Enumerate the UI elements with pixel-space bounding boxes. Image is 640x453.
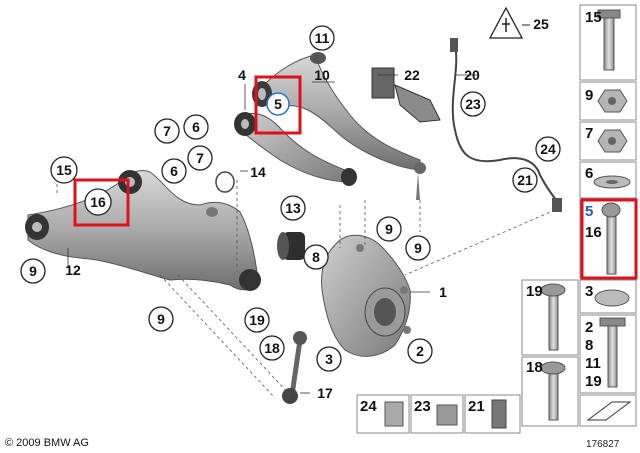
warning-triangle-icon [488, 6, 524, 39]
svg-text:6: 6 [192, 119, 200, 135]
svg-text:7: 7 [196, 150, 204, 166]
svg-text:6: 6 [170, 163, 178, 179]
svg-text:9: 9 [29, 263, 37, 279]
panel-label-9: 9 [585, 87, 593, 104]
callout-9a[interactable]: 9 [20, 258, 46, 284]
copyright-text: © 2009 BMW AG [5, 437, 89, 449]
panel-label-8: 8 [585, 337, 593, 354]
wheel-carrier [321, 234, 411, 357]
callout-21[interactable]: 21 [512, 167, 538, 193]
panel-label-16: 16 [585, 224, 602, 241]
panel-label-23: 23 [414, 398, 431, 415]
svg-text:21: 21 [517, 172, 533, 188]
svg-text:8: 8 [312, 249, 320, 265]
guide-arm [234, 112, 357, 186]
callout-9b[interactable]: 9 [148, 306, 174, 332]
svg-text:2: 2 [416, 343, 424, 359]
callout-13[interactable]: 13 [280, 195, 306, 221]
label-20: 20 [464, 67, 480, 83]
callout-8[interactable]: 8 [303, 244, 329, 270]
label-25: 25 [533, 16, 549, 32]
label-22: 22 [404, 67, 420, 83]
callout-9d[interactable]: 9 [405, 235, 431, 261]
label-14: 14 [250, 164, 266, 180]
leader-lines [56, 180, 556, 399]
callout-6b[interactable]: 6 [161, 158, 187, 184]
callout-18[interactable]: 18 [259, 335, 285, 361]
svg-text:3: 3 [325, 351, 333, 367]
svg-text:9: 9 [414, 240, 422, 256]
panel-label-2: 2 [585, 319, 593, 336]
callout-6a[interactable]: 6 [183, 114, 209, 140]
panel-label-11: 11 [585, 355, 601, 372]
highlight-box-5-16-panel [580, 198, 638, 280]
svg-text:9: 9 [385, 221, 393, 237]
panel-label-6: 6 [585, 165, 593, 182]
panel-label-19: 19 [526, 283, 543, 300]
panel-label-19b: 19 [585, 373, 602, 390]
wheel-speed-sensor [450, 38, 562, 212]
toe-link [282, 331, 307, 404]
panel-label-7: 7 [585, 125, 593, 142]
svg-text:16: 16 [90, 194, 106, 210]
svg-text:13: 13 [285, 200, 301, 216]
highlight-box-5-diagram [254, 75, 302, 135]
svg-text:23: 23 [465, 96, 481, 112]
label-1: 1 [439, 284, 447, 300]
callout-5[interactable]: 5 [266, 92, 290, 116]
svg-text:11: 11 [315, 30, 330, 46]
svg-text:7: 7 [163, 123, 171, 139]
reference-number: 176827 [586, 439, 620, 450]
sealing-ring [215, 171, 235, 193]
callout-9c[interactable]: 9 [376, 216, 402, 242]
svg-text:19: 19 [249, 312, 265, 328]
label-4: 4 [238, 67, 246, 83]
svg-text:5: 5 [274, 96, 282, 112]
callout-7a[interactable]: 7 [154, 118, 180, 144]
bracket [371, 67, 441, 123]
svg-text:9: 9 [157, 311, 165, 327]
panel-label-24: 24 [360, 398, 377, 415]
rubber-mount [277, 232, 305, 260]
panel-label-3: 3 [585, 283, 593, 300]
svg-text:18: 18 [264, 340, 280, 356]
callout-11[interactable]: 11 [309, 25, 335, 51]
highlight-box-16-diagram [73, 178, 130, 227]
panel-label-21: 21 [468, 398, 485, 415]
lower-wishbone [25, 169, 261, 291]
callout-19[interactable]: 19 [244, 307, 270, 333]
parts-panel: 15 9 7 6 5 16 3 19 2 8 11 19 18 24 23 21 [356, 4, 638, 434]
callout-23[interactable]: 23 [460, 91, 486, 117]
callout-16[interactable]: 16 [84, 188, 112, 216]
panel-label-5: 5 [585, 203, 593, 220]
callout-7b[interactable]: 7 [187, 145, 213, 171]
panel-label-18: 18 [526, 359, 543, 376]
svg-text:24: 24 [540, 141, 556, 157]
label-10: 10 [314, 67, 330, 83]
callout-24[interactable]: 24 [535, 136, 561, 162]
label-12: 12 [65, 262, 81, 278]
svg-text:15: 15 [56, 162, 72, 178]
label-17: 17 [317, 385, 333, 401]
callout-2[interactable]: 2 [407, 338, 433, 364]
callout-15[interactable]: 15 [50, 156, 78, 184]
callout-3[interactable]: 3 [316, 346, 342, 372]
panel-label-15: 15 [585, 9, 602, 26]
